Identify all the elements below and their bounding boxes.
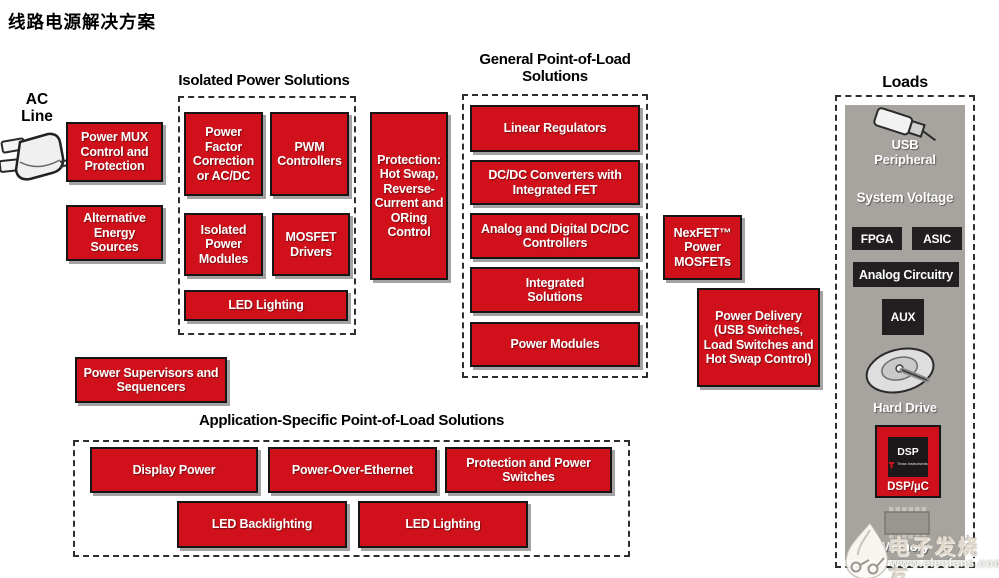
- block-mosfet-drivers: MOSFET Drivers: [272, 213, 350, 276]
- loads-group-title: Loads: [882, 74, 928, 91]
- block-pfc: Power Factor Correction or AC/DC: [184, 112, 263, 196]
- watermark-url: www.elecfans.com: [890, 556, 999, 570]
- elecfans-logo-icon: [845, 522, 889, 578]
- ti-logo-text: Texas Instruments: [897, 461, 928, 466]
- ac-plug-icon: [0, 132, 72, 181]
- memory-chip-icon: [884, 507, 930, 539]
- dsp-uc-label: DSP/µC: [887, 481, 929, 493]
- general-pol-group-title: General Point-of-Load Solutions: [479, 51, 631, 86]
- isolated-group-title: Isolated Power Solutions: [178, 72, 350, 89]
- hard-drive-label: Hard Drive: [873, 400, 937, 415]
- system-voltage-label: System Voltage: [856, 190, 954, 205]
- general-pol-group-box: [462, 94, 648, 378]
- ac-line-label-bottom: Line: [21, 108, 53, 126]
- block-led-backlighting: LED Backlighting: [177, 501, 347, 548]
- block-power-modules: Power Modules: [470, 322, 640, 367]
- ac-line-label: AC Line: [8, 91, 66, 125]
- isolated-group-box: [178, 96, 356, 335]
- app-specific-group-title: Application-Specific Point-of-Load Solut…: [198, 412, 505, 429]
- aux-chip: AUX: [882, 299, 924, 335]
- hard-drive-icon: [865, 347, 935, 394]
- block-alternative-energy: Alternative Energy Sources: [66, 205, 163, 261]
- block-integrated-solutions-label: Integrated Solutions: [525, 275, 585, 305]
- usb-connector-icon: [873, 107, 937, 142]
- block-power-supervisors: Power Supervisors and Sequencers: [75, 357, 227, 403]
- ti-logo-icon: Texas Instruments: [888, 461, 928, 469]
- dsp-block: DSP Texas Instruments DSP/µC: [875, 425, 941, 498]
- block-isolated-power-modules: Isolated Power Modules: [184, 213, 263, 276]
- dsp-chip: DSP Texas Instruments: [888, 437, 928, 477]
- watermark-name: 电子发烧友: [888, 536, 980, 578]
- block-led-lighting-isolated: LED Lighting: [184, 290, 348, 321]
- block-power-delivery: Power Delivery (USB Switches, Load Switc…: [697, 288, 820, 387]
- ac-line-label-top: AC: [25, 91, 49, 108]
- block-nexfet-mosfets: NexFET™ Power MOSFETs: [663, 215, 742, 280]
- block-integrated-solutions: Integrated Solutions: [470, 267, 640, 313]
- fpga-chip: FPGA: [852, 227, 902, 250]
- app-specific-group-box: [73, 440, 630, 557]
- block-led-lighting-app: LED Lighting: [358, 501, 528, 548]
- block-pwm-controllers: PWM Controllers: [270, 112, 349, 196]
- usb-peripheral-label: USB Peripheral: [845, 137, 965, 168]
- loads-group-box: [835, 95, 975, 568]
- block-analog-digital-controllers: Analog and Digital DC/DC Controllers: [470, 213, 640, 259]
- block-protection-hot-swap: Protection: Hot Swap, Reverse-Current an…: [370, 112, 448, 280]
- block-dcdc-integrated-fet: DC/DC Converters with Integrated FET: [470, 160, 640, 205]
- page-title: 线路电源解决方案: [8, 12, 156, 32]
- block-power-mux: Power MUX Control and Protection: [66, 122, 163, 182]
- block-power-over-ethernet: Power-Over-Ethernet: [268, 447, 437, 493]
- block-protection-power-switches: Protection and Power Switches: [445, 447, 612, 493]
- memory-label: Memory: [880, 539, 930, 554]
- analog-circuitry-chip: Analog Circuitry: [853, 262, 959, 287]
- asic-chip: ASIC: [912, 227, 962, 250]
- block-display-power: Display Power: [90, 447, 258, 493]
- dsp-chip-label: DSP: [897, 445, 919, 458]
- block-linear-regulators: Linear Regulators: [470, 105, 640, 152]
- usb-peripheral-text: USB Peripheral: [874, 137, 936, 167]
